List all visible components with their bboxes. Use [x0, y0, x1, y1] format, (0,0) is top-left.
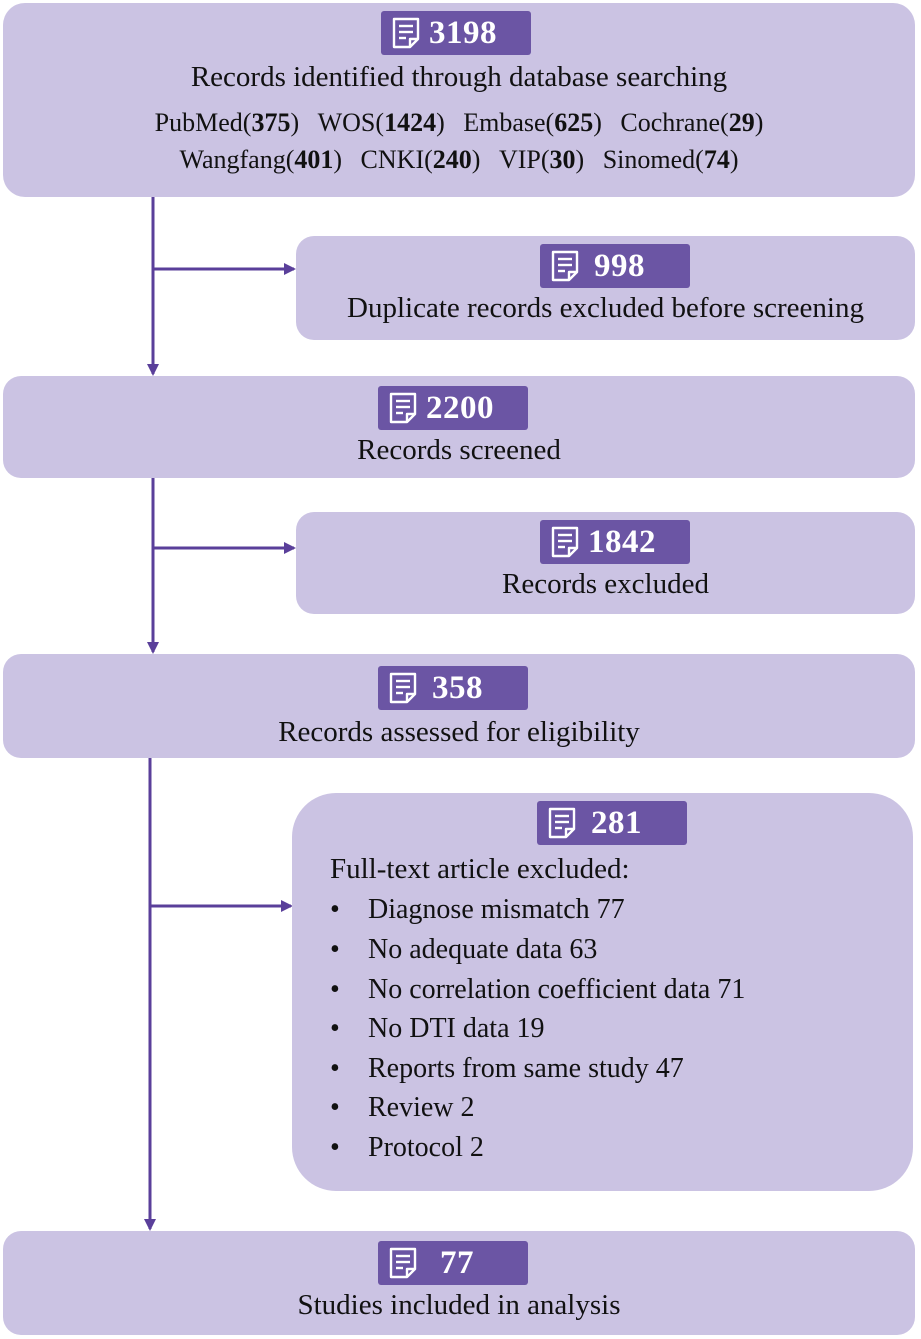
exclusion-reason: •Protocol 2	[330, 1132, 484, 1163]
records-excluded-box: 1842 Records excluded	[296, 512, 915, 614]
database-item: WOS(1424)	[317, 108, 445, 137]
document-icon	[389, 672, 417, 704]
document-icon	[392, 17, 420, 49]
duplicates-count-badge: 998	[540, 244, 690, 288]
identification-label: Records identified through database sear…	[190, 61, 728, 93]
database-item: Sinomed(74)	[602, 145, 739, 174]
database-item: Cochrane(29)	[620, 108, 764, 137]
screened-count-badge: 2200	[378, 386, 528, 430]
included-box: 77 Studies included in analysis	[3, 1231, 915, 1335]
document-icon	[389, 392, 417, 424]
fulltext-excluded-box: 281 Full-text article excluded: •Diagnos…	[292, 793, 913, 1191]
exclusion-reason: •Reports from same study 47	[330, 1053, 684, 1084]
records-excluded-count: 1842	[588, 523, 656, 560]
database-item: PubMed(375)	[154, 108, 300, 137]
screened-box: 2200 Records screened	[3, 376, 915, 478]
fulltext-excluded-heading: Full-text article excluded:	[330, 853, 630, 885]
exclusion-reason: •Review 2	[330, 1092, 475, 1123]
eligibility-label: Records assessed for eligibility	[278, 716, 640, 748]
screened-count: 2200	[426, 389, 494, 426]
screened-label: Records screened	[357, 434, 561, 466]
records-excluded-label: Records excluded	[502, 568, 709, 600]
exclusion-reason: •Diagnose mismatch 77	[330, 894, 625, 925]
eligibility-count: 358	[432, 669, 483, 706]
database-item: Embase(625)	[463, 108, 602, 137]
included-count: 77	[440, 1244, 474, 1281]
included-label: Studies included in analysis	[297, 1289, 621, 1321]
duplicates-label: Duplicate records excluded before screen…	[347, 292, 864, 324]
exclusion-reason: •No correlation coefficient data 71	[330, 974, 746, 1005]
fulltext-excluded-count-badge: 281	[537, 801, 687, 845]
identification-count-badge: 3198	[381, 11, 531, 55]
document-icon	[551, 250, 579, 282]
identification-count: 3198	[429, 14, 497, 51]
duplicates-count: 998	[594, 247, 645, 284]
database-row-2: Wangfang(401) CNKI(240) VIP(30) Sinomed(…	[3, 145, 915, 175]
database-row-1: PubMed(375) WOS(1424) Embase(625) Cochra…	[3, 108, 915, 138]
eligibility-box: 358 Records assessed for eligibility	[3, 654, 915, 758]
database-item: VIP(30)	[498, 145, 585, 174]
eligibility-count-badge: 358	[378, 666, 528, 710]
exclusion-reason: •No DTI data 19	[330, 1013, 545, 1044]
duplicates-box: 998 Duplicate records excluded before sc…	[296, 236, 915, 340]
exclusion-reason: •No adequate data 63	[330, 934, 598, 965]
database-item: Wangfang(401)	[179, 145, 343, 174]
included-count-badge: 77	[378, 1241, 528, 1285]
records-excluded-count-badge: 1842	[540, 520, 690, 564]
document-icon	[551, 526, 579, 558]
database-item: CNKI(240)	[360, 145, 481, 174]
identification-box: 3198 Records identified through database…	[3, 3, 915, 197]
document-icon	[389, 1247, 417, 1279]
document-icon	[548, 807, 576, 839]
fulltext-excluded-count: 281	[591, 804, 642, 841]
